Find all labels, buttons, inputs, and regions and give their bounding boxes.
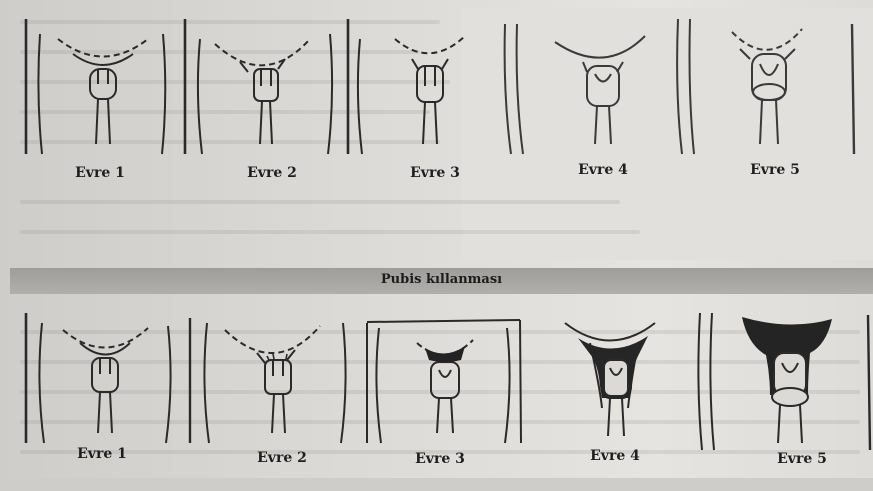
top-caption-3: Evre 3 <box>385 165 485 181</box>
bottom-caption-5: Evre 5 <box>752 451 852 467</box>
bottom-caption-2: Evre 2 <box>232 450 332 466</box>
top-figure-stage-5 <box>670 14 865 159</box>
top-caption-1: Evre 1 <box>50 165 150 181</box>
top-figure-stage-1 <box>18 14 178 159</box>
top-caption-5: Evre 5 <box>725 162 825 178</box>
bottom-figure-stage-2 <box>195 308 355 448</box>
bottom-figure-stage-3 <box>355 308 530 448</box>
top-figure-stage-2 <box>180 14 340 159</box>
bottom-caption-3: Evre 3 <box>390 451 490 467</box>
section-title: Pubis kıllanması <box>10 272 873 287</box>
top-caption-2: Evre 2 <box>222 165 322 181</box>
page-bottom-edge <box>0 478 873 491</box>
bottom-caption-4: Evre 4 <box>565 448 665 464</box>
bottom-figure-stage-4 <box>540 308 690 448</box>
bottom-figure-stage-5 <box>690 305 873 455</box>
section-band: Pubis kıllanması <box>10 268 873 294</box>
bottom-figure-stage-1 <box>18 308 193 448</box>
top-figure-stage-4 <box>495 14 670 159</box>
bottom-caption-1: Evre 1 <box>52 446 152 462</box>
top-figure-stage-3 <box>340 14 500 159</box>
top-caption-4: Evre 4 <box>553 162 653 178</box>
